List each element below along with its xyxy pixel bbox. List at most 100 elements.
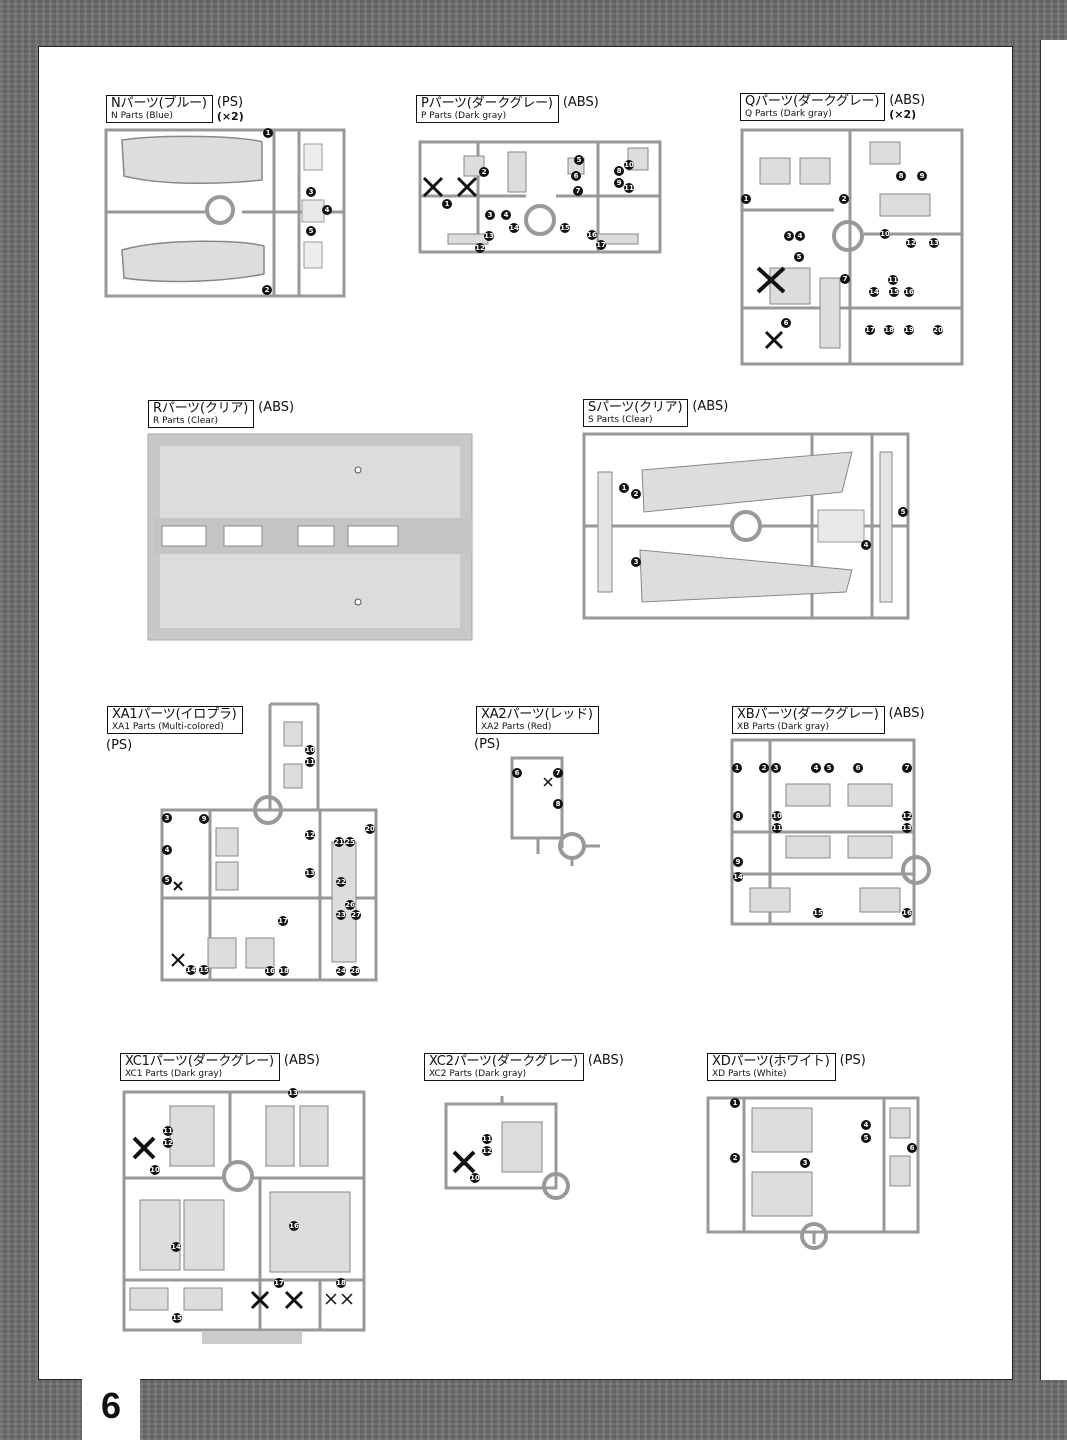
- marker-number: 9: [614, 178, 624, 188]
- label-xc2-parts: XC2パーツ(ダークグレー) XC2 Parts (Dark gray) (AB…: [424, 1053, 624, 1081]
- marker-number: 2: [759, 763, 769, 773]
- marker-number: 10: [880, 229, 890, 239]
- marker-number: 12: [482, 1146, 492, 1156]
- label-s-parts: Sパーツ(クリア) S Parts (Clear) (ABS): [583, 399, 728, 427]
- marker-number: 11: [482, 1134, 492, 1144]
- marker-number: 3: [771, 763, 781, 773]
- marker-number: 5: [574, 155, 584, 165]
- marker-number: 16: [289, 1221, 299, 1231]
- material: (PS): [216, 95, 244, 110]
- marker-number: 13: [929, 238, 939, 248]
- sprue-xc1-illustration: [122, 1090, 366, 1344]
- marker-number: 11: [305, 757, 315, 767]
- marker-number: 21: [334, 837, 344, 847]
- marker-number: 17: [278, 916, 288, 926]
- part-name-en: P Parts (Dark gray): [421, 111, 507, 121]
- marker-number: 5: [794, 252, 804, 262]
- marker-number: 8: [733, 811, 743, 821]
- marker-number: 7: [573, 186, 583, 196]
- part-name-en: XC2 Parts (Dark gray): [429, 1069, 527, 1079]
- material: (PS): [839, 1053, 866, 1068]
- marker-number: 14: [186, 965, 196, 975]
- marker-number: 6: [571, 171, 581, 181]
- quantity: (×2): [889, 108, 917, 121]
- part-name-jp: XBパーツ(ダークグレー): [737, 707, 879, 722]
- marker-number: 16: [265, 966, 275, 976]
- marker-number: 11: [624, 183, 634, 193]
- part-name-en: N Parts (Blue): [111, 111, 173, 121]
- marker-number: 6: [781, 318, 791, 328]
- sprue-xd-illustration: [706, 1096, 920, 1250]
- part-name-en: R Parts (Clear): [153, 416, 218, 426]
- marker-number: 22: [336, 877, 346, 887]
- label-p-parts: Pパーツ(ダークグレー) P Parts (Dark gray) (ABS): [416, 95, 599, 123]
- marker-number: 13: [484, 231, 494, 241]
- marker-number: 8: [896, 171, 906, 181]
- marker-number: 16: [904, 287, 914, 297]
- part-name-en: S Parts (Clear): [588, 415, 653, 425]
- marker-number: 17: [274, 1278, 284, 1288]
- label-xa2-parts: XA2パーツ(レッド) XA2 Parts (Red): [476, 706, 599, 734]
- marker-number: 1: [732, 763, 742, 773]
- marker-number: 4: [795, 231, 805, 241]
- marker-number: 15: [889, 287, 899, 297]
- marker-number: 7: [553, 768, 563, 778]
- marker-number: 3: [306, 187, 316, 197]
- marker-number: 3: [631, 557, 641, 567]
- sprue-n-illustration: [104, 128, 346, 298]
- marker-number: 3: [784, 231, 794, 241]
- marker-number: 9: [199, 814, 209, 824]
- sprue-s-illustration: [582, 432, 910, 620]
- label-xb-parts: XBパーツ(ダークグレー) XB Parts (Dark gray) (ABS): [732, 706, 925, 734]
- marker-number: 3: [800, 1158, 810, 1168]
- marker-number: 25: [345, 837, 355, 847]
- marker-number: 7: [902, 763, 912, 773]
- marker-number: 12: [902, 811, 912, 821]
- marker-number: 6: [907, 1143, 917, 1153]
- part-name-en: XD Parts (White): [712, 1069, 787, 1079]
- material: (ABS): [889, 93, 926, 108]
- part-name-jp: Pパーツ(ダークグレー): [421, 96, 553, 111]
- material-xa2: (PS): [474, 737, 501, 752]
- marker-number: 6: [512, 768, 522, 778]
- marker-number: 12: [305, 830, 315, 840]
- part-name-jp: Sパーツ(クリア): [588, 400, 683, 415]
- marker-number: 20: [933, 325, 943, 335]
- part-name-en: XC1 Parts (Dark gray): [125, 1069, 223, 1079]
- material: (ABS): [562, 95, 599, 110]
- marker-number: 6: [853, 763, 863, 773]
- marker-number: 23: [336, 910, 346, 920]
- marker-number: 4: [861, 540, 871, 550]
- part-name-en: XA2 Parts (Red): [481, 722, 552, 732]
- label-r-parts: Rパーツ(クリア) R Parts (Clear) (ABS): [148, 400, 294, 428]
- marker-number: 14: [509, 223, 519, 233]
- material-xa1: (PS): [106, 738, 133, 753]
- part-name-jp: Qパーツ(ダークグレー): [745, 94, 880, 109]
- part-name-jp: Nパーツ(ブルー): [111, 96, 207, 111]
- part-name-jp: XC1パーツ(ダークグレー): [125, 1054, 274, 1069]
- marker-number: 13: [288, 1088, 298, 1098]
- marker-number: 5: [898, 507, 908, 517]
- part-name-en: Q Parts (Dark gray): [745, 109, 832, 119]
- label-xa1-parts: XA1パーツ(イロプラ) XA1 Parts (Multi-colored): [107, 706, 243, 734]
- marker-number: 17: [865, 325, 875, 335]
- marker-number: 9: [917, 171, 927, 181]
- marker-number: 4: [322, 205, 332, 215]
- sprue-xb-illustration: [730, 738, 931, 926]
- marker-number: 14: [733, 872, 743, 882]
- marker-number: 3: [485, 210, 495, 220]
- marker-number: 2: [479, 167, 489, 177]
- marker-number: 1: [619, 483, 629, 493]
- quantity: (×2): [216, 110, 244, 123]
- marker-number: 10: [470, 1173, 480, 1183]
- sprue-xc2-illustration: [444, 1096, 570, 1200]
- marker-number: 19: [904, 325, 914, 335]
- marker-number: 12: [163, 1138, 173, 1148]
- marker-number: 4: [861, 1120, 871, 1130]
- material: (ABS): [692, 399, 729, 414]
- marker-number: 4: [162, 845, 172, 855]
- marker-number: 4: [811, 763, 821, 773]
- marker-number: 14: [869, 287, 879, 297]
- marker-number: 15: [199, 965, 209, 975]
- sprue-p-illustration: [418, 140, 662, 254]
